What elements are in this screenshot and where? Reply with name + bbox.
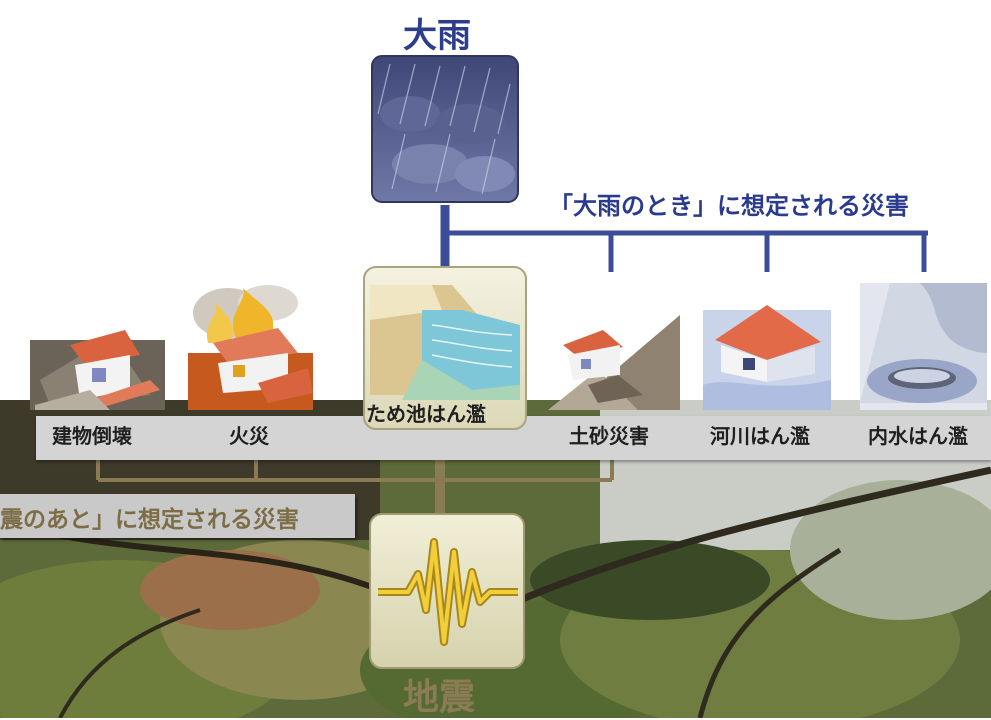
heavy-rain-icon <box>370 54 520 204</box>
disaster-label-reservoir-flood: ため池はん濫 <box>366 402 486 426</box>
earthquake-icon <box>368 512 526 670</box>
disaster-label-inland-flood: 内水はん濫 <box>868 424 968 448</box>
earthquake-caption-banner: 震のあと」に想定される災害 <box>0 494 355 538</box>
disaster-label-river-flood: 河川はん濫 <box>710 424 810 448</box>
disaster-label-landslide: 土砂災害 <box>569 424 649 448</box>
earthquake-title: 地震 <box>403 677 476 718</box>
fire-icon <box>188 283 313 410</box>
heavy-rain-title: 大雨 <box>403 16 471 56</box>
river-flood-icon <box>703 300 831 410</box>
collapsed-building-icon <box>30 310 165 410</box>
disaster-label-collapsed-building: 建物倒壊 <box>52 424 132 448</box>
earthquake-caption: 震のあと」に想定される災害 <box>0 507 299 533</box>
heavy-rain-caption: 「大雨のとき」に想定される災害 <box>549 192 909 220</box>
landslide-icon <box>548 315 680 410</box>
disaster-label-fire: 火災 <box>229 424 269 448</box>
reservoir-flood-icon <box>362 265 528 431</box>
inland-flood-icon <box>860 283 987 410</box>
